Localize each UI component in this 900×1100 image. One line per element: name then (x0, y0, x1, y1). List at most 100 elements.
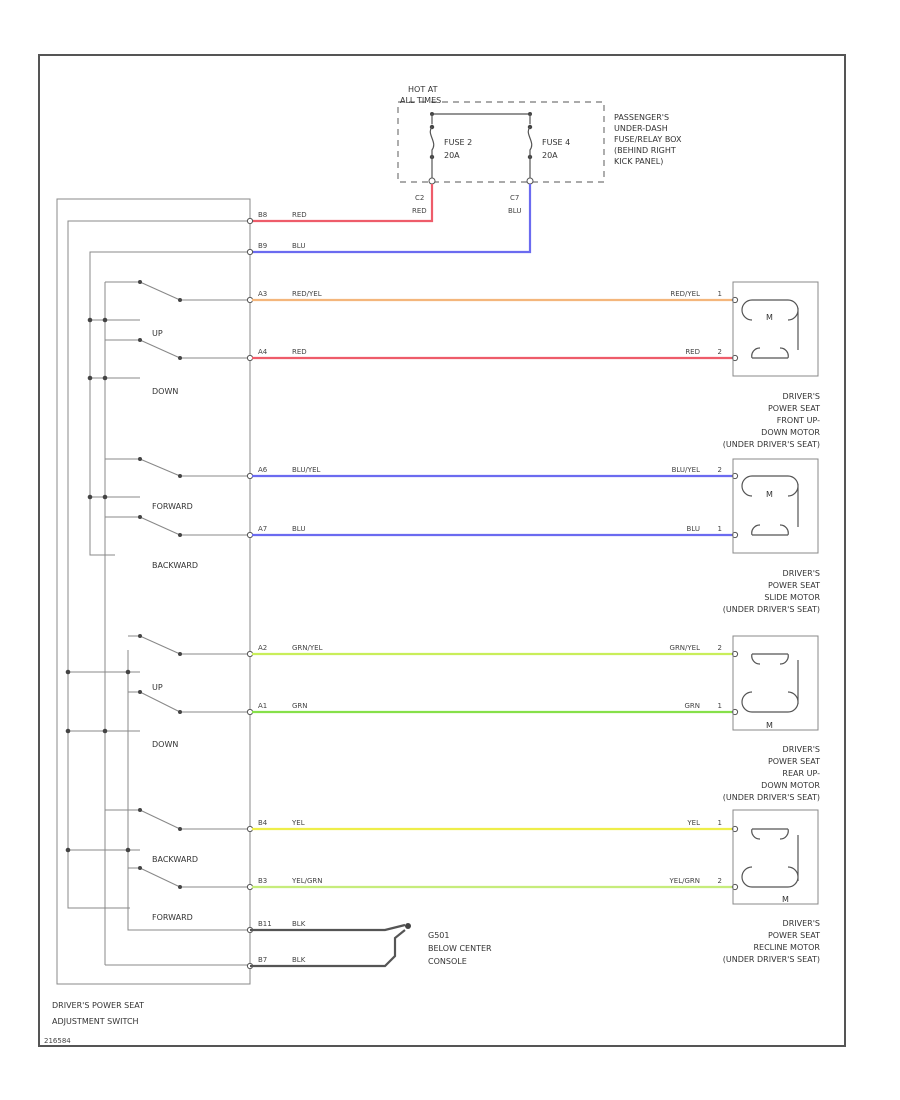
ground-g501: G501 BELOW CENTER CONSOLE (250, 923, 492, 968)
rear-up-down-motor: M DRIVER'S POWER SEAT REAR UP- DOWN MOTO… (723, 635, 820, 802)
fuse-2-amp: 20A (444, 151, 460, 160)
motor-pin-7 (731, 708, 739, 716)
wire-color-label-6: GRN/YEL (292, 644, 323, 652)
motor-wire-color-label-2: RED/YEL (670, 290, 700, 298)
motor-wire-color-label-5: BLU (687, 525, 700, 533)
switch-label-forward-2: FORWARD (152, 913, 193, 922)
motor-pin-9 (731, 883, 739, 891)
fuse-box-pin-c7-label: C7 (510, 194, 519, 202)
switch-pin-a3 (246, 296, 254, 304)
switch-label-down-1: DOWN (152, 387, 178, 396)
switch-pin-a6 (246, 472, 254, 480)
wire-color-label-11: BLK (292, 956, 306, 964)
motor-pin-label-7: 1 (718, 702, 722, 710)
rear-motor-desc-3: REAR UP- (782, 769, 820, 778)
rear-motor-desc-5: (UNDER DRIVER'S SEAT) (723, 793, 820, 802)
motor-pin-3 (731, 354, 739, 362)
switch-label-backward-1: BACKWARD (152, 561, 198, 570)
slide-motor-desc-2: POWER SEAT (768, 581, 820, 590)
adjustment-switch: UP DOWN FORWARD BACKWARD UP DOWN BACKWAR… (52, 198, 251, 1026)
switch-pin-label-b8: B8 (258, 211, 267, 219)
motor-pin-6 (731, 650, 739, 658)
rear-motor-m: M (766, 721, 773, 730)
wire-color-label-5: BLU (292, 525, 305, 533)
fuse-box-desc-3: FUSE/RELAY BOX (614, 135, 682, 144)
switch-pin-label-b3: B3 (258, 877, 267, 885)
switch-pin-b3 (246, 883, 254, 891)
fuse-box-desc-4: (BEHIND RIGHT (614, 146, 676, 155)
wire-color-label-4: BLU/YEL (292, 466, 321, 474)
motor-pin-label-9: 2 (718, 877, 722, 885)
diagram-frame (38, 54, 846, 1047)
fuse-box-desc-5: KICK PANEL) (614, 157, 663, 166)
switch-pin-label-a7: A7 (258, 525, 267, 533)
switch-pin-label-b11: B11 (258, 920, 272, 928)
motor-pin-label-6: 2 (718, 644, 722, 652)
fuse-relay-box: HOT AT ALL TIMES FUSE 2 20A FUSE 4 20A (397, 85, 682, 215)
motor-pin-label-2: 1 (718, 290, 722, 298)
switch-pin-label-a3: A3 (258, 290, 267, 298)
recline-motor-desc-3: RECLINE MOTOR (753, 943, 820, 952)
motor-pin-8 (731, 825, 739, 833)
switch-pin-label-a4: A4 (258, 348, 268, 356)
recline-motor-desc-2: POWER SEAT (768, 931, 820, 940)
switch-pin-label-b9: B9 (258, 242, 267, 250)
switch-label-backward-2: BACKWARD (152, 855, 198, 864)
switch-pin-b9 (246, 248, 254, 256)
switch-outline (56, 198, 251, 985)
switch-label-up-1: UP (152, 329, 163, 338)
motor-wire-color-label-9: YEL/GRN (669, 877, 700, 885)
fuse-box-desc-2: UNDER-DASH (614, 124, 668, 133)
switch-pin-label-b7: B7 (258, 956, 267, 964)
motor-pin-5 (731, 531, 739, 539)
switch-pin-label-a2: A2 (258, 644, 267, 652)
fuse-box-pin-c2 (428, 177, 436, 185)
front-motor-desc-1: DRIVER'S (783, 392, 820, 401)
motor-pin-2 (731, 296, 739, 304)
motor-wire-color-label-7: GRN (684, 702, 700, 710)
switch-pin-b4 (246, 825, 254, 833)
motor-wire-color-label-3: RED (685, 348, 700, 356)
recline-motor-desc-1: DRIVER'S (783, 919, 820, 928)
switch-pin-label-b4: B4 (258, 819, 268, 827)
slide-motor-m: M (766, 490, 773, 499)
wire-color-label-1: BLU (292, 242, 305, 250)
fuse-2-name: FUSE 2 (444, 138, 472, 147)
wire-color-label-8: YEL (291, 819, 305, 827)
front-motor-m: M (766, 313, 773, 322)
fuse-4-name: FUSE 4 (542, 138, 570, 147)
wire-color-label-9: YEL/GRN (291, 877, 322, 885)
motor-pin-label-8: 1 (718, 819, 722, 827)
fuse-2: FUSE 2 20A (429, 114, 472, 180)
slide-motor-desc-4: (UNDER DRIVER'S SEAT) (723, 605, 820, 614)
ground-desc-1: BELOW CENTER (428, 944, 492, 953)
fuse-box-pin-c2-label: C2 (415, 194, 424, 202)
front-motor-desc-3: FRONT UP- (777, 416, 820, 425)
front-up-down-motor: M DRIVER'S POWER SEAT FRONT UP- DOWN MOT… (723, 281, 820, 449)
switch-name-line-1: DRIVER'S POWER SEAT (52, 1001, 144, 1010)
recline-motor: M DRIVER'S POWER SEAT RECLINE MOTOR (UND… (723, 809, 820, 964)
wire-color-label-7: GRN (292, 702, 308, 710)
motor-wire-color-label-8: YEL (686, 819, 700, 827)
switch-pin-a4 (246, 354, 254, 362)
wire-color-label-10: BLK (292, 920, 306, 928)
fuse-box-outline (397, 101, 605, 183)
hot-all-times-label: ALL TIMES (400, 96, 441, 105)
wire-red-feed (250, 184, 434, 223)
fuse-4-amp: 20A (542, 151, 558, 160)
wire-color-label-3: RED (292, 348, 307, 356)
wire-color-label-0: RED (292, 211, 307, 219)
switch-pin-label-a6: A6 (258, 466, 268, 474)
fuse-box-desc-1: PASSENGER'S (614, 113, 669, 122)
motor-wire-color-label-6: GRN/YEL (670, 644, 701, 652)
front-motor-desc-2: POWER SEAT (768, 404, 820, 413)
slide-motor-desc-1: DRIVER'S (783, 569, 820, 578)
wire-color-label-2: RED/YEL (292, 290, 322, 298)
motor-pin-label-4: 2 (718, 466, 722, 474)
slide-motor: M DRIVER'S POWER SEAT SLIDE MOTOR (UNDER… (723, 458, 820, 614)
recline-motor-m: M (782, 895, 789, 904)
fuse-box-red-label: RED (412, 207, 427, 215)
switch-pin-a1 (246, 708, 254, 716)
switch-name-line-2: ADJUSTMENT SWITCH (52, 1017, 139, 1026)
rear-motor-desc-2: POWER SEAT (768, 757, 820, 766)
